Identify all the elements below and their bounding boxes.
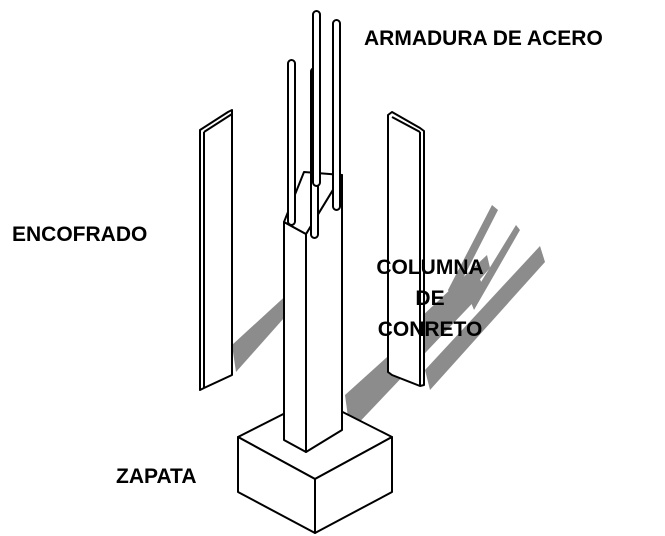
label-zapata: ZAPATA	[116, 465, 197, 488]
rebar-left	[287, 59, 296, 226]
label-encofrado: ENCOFRADO	[12, 223, 148, 246]
rebar-back-left	[312, 10, 321, 187]
rebar-shadow-1	[448, 205, 498, 300]
label-columna-line3: CONRETO	[377, 318, 483, 341]
right-formwork-shadow-2	[425, 246, 545, 390]
left-formwork-panel	[199, 109, 233, 391]
label-armadura-de-acero: ARMADURA DE ACERO	[364, 27, 603, 50]
right-formwork-panel	[387, 111, 425, 387]
label-columna-line2: DE	[415, 287, 445, 310]
rebar-shadow-2	[470, 225, 520, 310]
concrete-column	[283, 171, 343, 453]
right-formwork-shadow-1	[420, 255, 490, 345]
rebar-back-right	[332, 19, 341, 211]
column-left-face	[283, 221, 307, 453]
steel-rebars	[287, 10, 341, 239]
footing-right-face	[314, 436, 393, 534]
label-columna-line1: COLUMNA	[376, 256, 484, 279]
label-columna-de-concreto: COLUMNA DE CONRETO	[362, 252, 498, 345]
